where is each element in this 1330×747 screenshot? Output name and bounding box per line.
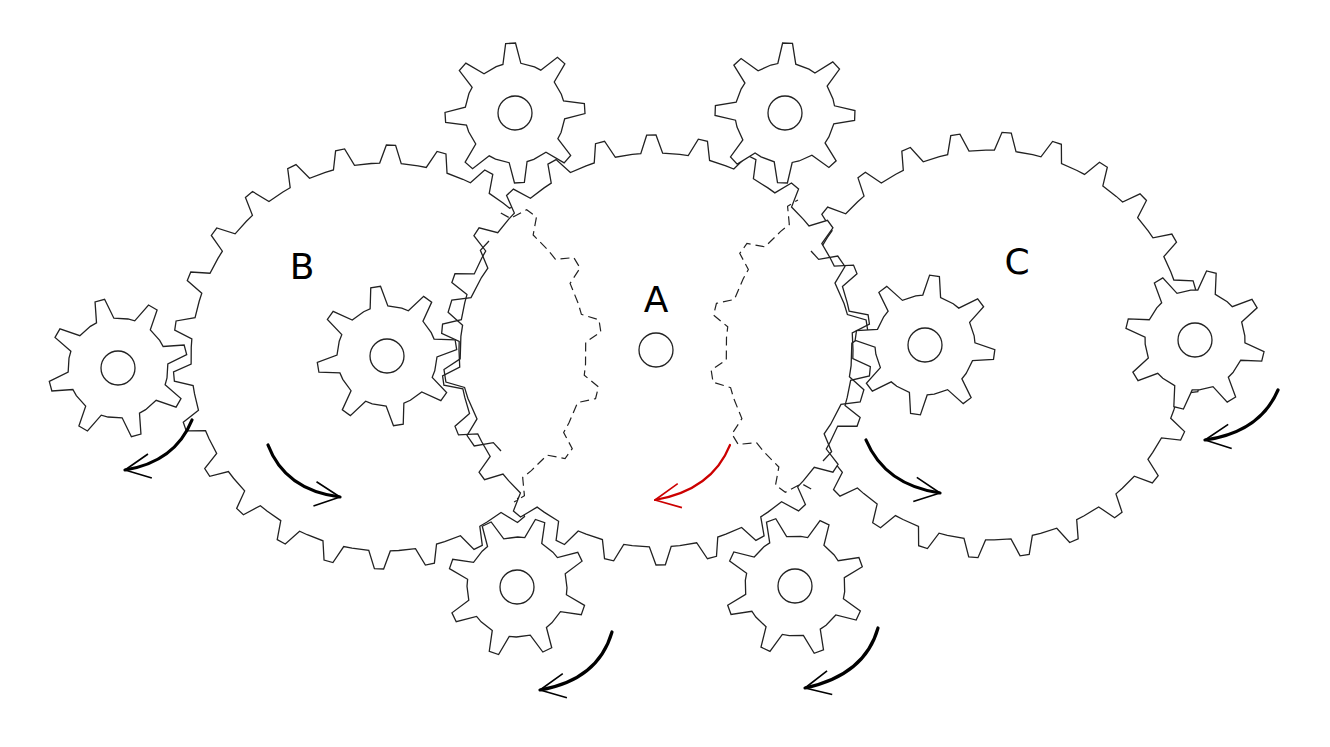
small-gear — [728, 519, 863, 654]
small-gear — [715, 43, 855, 183]
gear-name: A — [644, 282, 669, 318]
small-gear — [317, 286, 456, 425]
gear-name: C — [1004, 244, 1029, 280]
arrow-head — [125, 454, 152, 478]
axle-hole — [768, 96, 802, 130]
arrow-head — [313, 482, 340, 506]
axle-hole — [498, 96, 532, 130]
small-gear — [449, 519, 584, 654]
arrow-head — [913, 477, 940, 501]
small-gear — [49, 299, 186, 436]
axle-hole — [908, 328, 942, 362]
axle-hole — [101, 351, 135, 385]
hidden-gear-edge — [501, 210, 601, 502]
arrow-head — [540, 674, 567, 698]
axle-hole — [778, 569, 812, 603]
small-gear — [1126, 271, 1264, 409]
hidden-gear-edge — [711, 200, 811, 492]
axle-hole — [1178, 323, 1212, 357]
axle-hole — [639, 333, 673, 367]
axle-hole — [370, 339, 404, 373]
gear-a — [442, 135, 871, 565]
small-gear — [445, 43, 585, 183]
arrow-head — [805, 671, 832, 695]
gear-name: B — [290, 249, 315, 285]
arrow-head — [655, 484, 682, 508]
arrow-head — [1205, 424, 1232, 448]
medium-gear-edge — [811, 251, 868, 461]
axle-hole — [500, 570, 534, 604]
small-gear — [855, 275, 995, 415]
